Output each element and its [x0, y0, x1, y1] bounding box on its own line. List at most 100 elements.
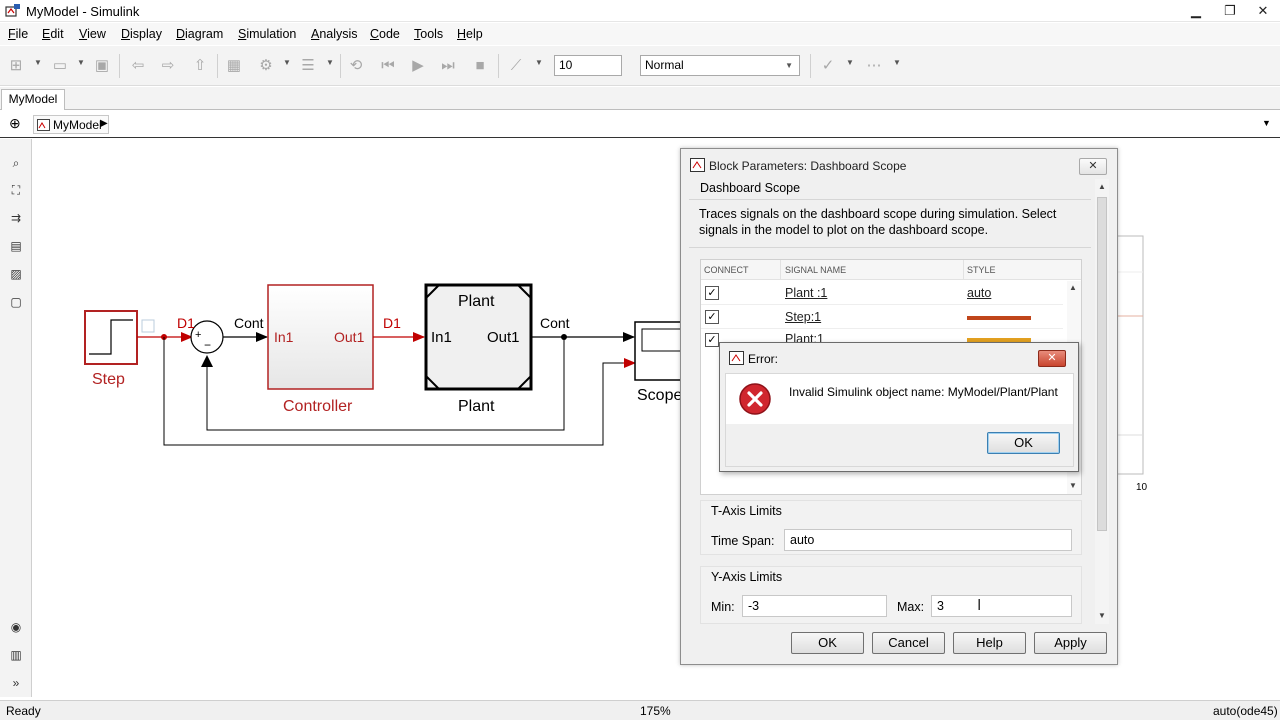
y-min-label: Min: [711, 600, 735, 614]
y-max-label: Max: [897, 600, 925, 614]
menu-simulation[interactable]: Simulation [238, 27, 297, 41]
dialog-app-icon [729, 351, 744, 365]
apply-button[interactable]: Apply [1034, 632, 1107, 654]
step-block[interactable] [84, 310, 138, 365]
connect-checkbox[interactable]: ✓ [705, 286, 719, 300]
forward-icon[interactable]: ⇨ [161, 57, 175, 74]
property-inspector-icon[interactable]: ▥ [10, 648, 22, 662]
column-header-style: STYLE [967, 265, 996, 275]
signal-label-d1-out: D1 [383, 315, 401, 331]
style-line-swatch[interactable] [967, 316, 1031, 320]
plant-inport-label: In1 [431, 329, 452, 346]
up-icon[interactable]: ⇧ [193, 57, 207, 74]
dialog-scrollbar[interactable]: ▲ ▼ [1095, 179, 1109, 624]
step-forward-icon[interactable]: ⏭ [441, 57, 455, 74]
table-row[interactable]: ✓ Plant :1 auto [701, 281, 1063, 305]
menu-code[interactable]: Code [370, 27, 400, 41]
breadcrumb-item[interactable]: MyModel ▶ [33, 115, 109, 134]
save-icon[interactable]: ▣ [94, 57, 110, 74]
hide-browser-icon[interactable]: ⊕ [9, 115, 21, 131]
scroll-up-icon[interactable]: ▲ [1069, 283, 1077, 292]
menu-bar: File Edit View Display Diagram Simulatio… [0, 23, 1280, 45]
step-back-config-icon[interactable]: ⟲ [349, 57, 363, 74]
error-ok-button[interactable]: OK [987, 432, 1060, 454]
scroll-down-icon[interactable]: ▼ [1069, 481, 1077, 490]
signal-name-link[interactable]: Step:1 [785, 310, 822, 324]
record-log-icon[interactable]: ⟋ [510, 57, 522, 74]
menu-display[interactable]: Display [121, 27, 162, 41]
solver-status[interactable]: auto(ode45) [1213, 704, 1278, 718]
error-title-bar: Error: ✕ [720, 343, 1078, 373]
step-back-icon[interactable]: ⏮ [381, 57, 395, 74]
expand-palette-icon[interactable]: » [12, 676, 20, 690]
model-explorer-icon[interactable]: ☰ [301, 57, 315, 74]
zoom-icon[interactable]: ⌕ [12, 156, 20, 170]
menu-file[interactable]: File [8, 27, 29, 41]
caret-right-icon: ▶ [100, 118, 108, 129]
library-browser-icon[interactable]: ▦ [226, 57, 242, 74]
scroll-thumb[interactable] [1097, 197, 1107, 531]
menu-view[interactable]: View [79, 27, 106, 41]
image-icon[interactable]: ▨ [10, 267, 22, 281]
style-value[interactable]: auto [967, 286, 992, 300]
menu-help[interactable]: Help [457, 27, 483, 41]
ok-button[interactable]: OK [791, 632, 864, 654]
menu-analysis[interactable]: Analysis [311, 27, 358, 41]
annotation-icon[interactable]: ▤ [10, 239, 22, 253]
menu-edit[interactable]: Edit [42, 27, 64, 41]
simulation-mode-select[interactable]: Normal ▼ [640, 55, 800, 76]
toolbar-separator [498, 54, 499, 78]
column-divider [963, 260, 964, 280]
stop-time-input[interactable]: 10 [554, 55, 622, 76]
feedback-line[interactable] [206, 337, 565, 431]
screenshot-camera-icon[interactable]: ◉ [10, 620, 22, 634]
signal-name-link[interactable]: Plant :1 [785, 286, 828, 300]
connect-checkbox[interactable]: ✓ [705, 333, 719, 347]
fit-to-view-icon[interactable]: ⛶ [11, 183, 21, 197]
dialog-close-icon[interactable]: ✕ [1079, 158, 1107, 175]
tab-mymodel[interactable]: MyModel [1, 89, 65, 110]
menu-diagram[interactable]: Diagram [176, 27, 224, 41]
stop-icon[interactable]: ■ [475, 57, 485, 74]
open-dropdown-icon[interactable]: ▼ [77, 58, 85, 67]
cancel-button[interactable]: Cancel [872, 632, 945, 654]
style-line-swatch[interactable] [967, 338, 1031, 342]
back-icon[interactable]: ⇦ [131, 57, 145, 74]
y-max-input[interactable]: 3 [931, 595, 1072, 617]
apps-grid-icon[interactable]: ⋯ [866, 57, 882, 74]
check-model-icon[interactable]: ✓ [821, 57, 835, 74]
minimize-icon[interactable]: ▁ [1191, 3, 1201, 18]
menu-tools[interactable]: Tools [414, 27, 444, 41]
help-button[interactable]: Help [953, 632, 1026, 654]
signal-arrow-icon[interactable]: ⇉ [10, 211, 22, 225]
record-dropdown-icon[interactable]: ▼ [535, 58, 543, 67]
signal-d1-branch-line[interactable] [163, 337, 634, 446]
open-folder-icon[interactable]: ▭ [52, 57, 68, 74]
explorer-dropdown-icon[interactable]: ▼ [326, 58, 334, 67]
apps-dropdown-icon[interactable]: ▼ [893, 58, 901, 67]
column-header-signal-name: SIGNAL NAME [785, 265, 847, 275]
time-span-input[interactable]: auto [784, 529, 1072, 551]
error-icon [739, 383, 771, 415]
restore-icon[interactable]: ❐ [1224, 3, 1236, 18]
scope-axis-tick: 10 [1136, 482, 1148, 493]
controller-block[interactable] [267, 284, 374, 390]
breadcrumb-dropdown-icon[interactable]: ▼ [1262, 118, 1271, 128]
time-span-label: Time Span: [711, 534, 775, 548]
new-model-icon[interactable]: ⊞ [9, 57, 23, 74]
settings-gear-icon[interactable]: ⚙ [259, 57, 273, 74]
column-divider [780, 260, 781, 280]
scroll-up-icon[interactable]: ▲ [1098, 182, 1106, 191]
check-dropdown-icon[interactable]: ▼ [846, 58, 854, 67]
toolbar-separator [810, 54, 811, 78]
error-close-icon[interactable]: ✕ [1038, 350, 1066, 367]
close-window-icon[interactable]: ✕ [1257, 3, 1269, 18]
connect-checkbox[interactable]: ✓ [705, 310, 719, 324]
table-row[interactable]: ✓ Step:1 [701, 305, 1063, 329]
run-icon[interactable]: ▶ [412, 57, 424, 74]
scroll-down-icon[interactable]: ▼ [1098, 611, 1106, 620]
settings-dropdown-icon[interactable]: ▼ [283, 58, 291, 67]
new-dropdown-icon[interactable]: ▼ [34, 58, 42, 67]
y-min-input[interactable]: -3 [742, 595, 887, 617]
area-icon[interactable]: ▢ [10, 295, 22, 309]
